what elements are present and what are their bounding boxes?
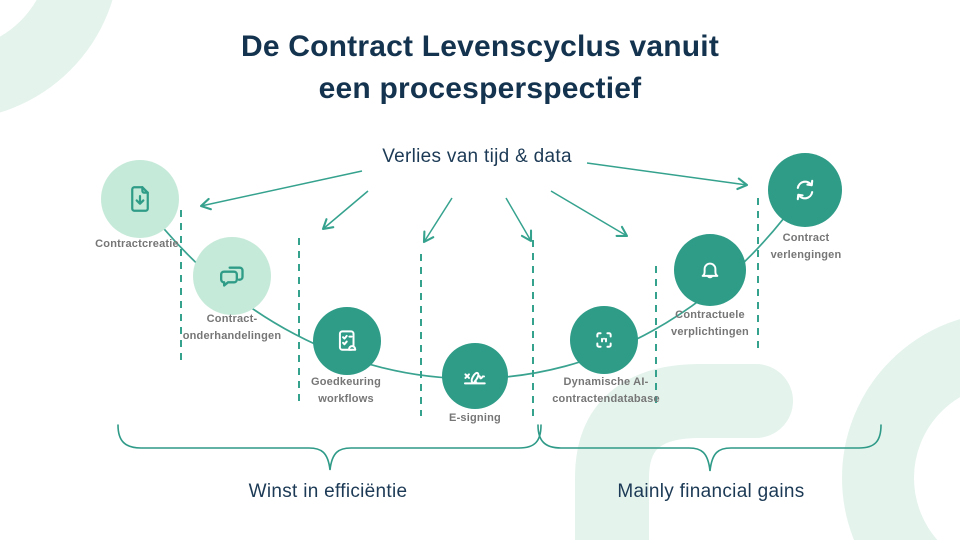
step-label-esigning: E-signing xyxy=(395,410,555,427)
brace-left xyxy=(117,424,542,471)
page-title-line1: De Contract Levenscyclus vanuit xyxy=(240,30,720,63)
loss-arrow-2 xyxy=(321,190,369,231)
page-title: De Contract Levenscyclus vanuit een proc… xyxy=(0,26,960,110)
decor-arch-bottom xyxy=(575,364,793,540)
step-label-verplichtingen: Contractuele verplichtingen xyxy=(630,307,790,341)
loss-arrow-5 xyxy=(550,190,629,238)
step-circle-ai-database xyxy=(570,306,638,374)
step-label-line: contractendatabase xyxy=(552,393,660,405)
loss-arrow-6 xyxy=(586,162,749,191)
loss-arrows xyxy=(199,162,749,244)
loss-arrow-1 xyxy=(199,170,363,211)
step-label-line: workflows xyxy=(318,393,374,405)
page-title-line2: een procesperspectief xyxy=(318,72,642,105)
bell-icon xyxy=(701,262,719,279)
step-label-line: Contract- xyxy=(206,313,258,325)
ai-scan-icon xyxy=(596,332,612,348)
step-label-ai-database: Dynamische AI- contractendatabase xyxy=(516,374,696,408)
step-label-line: Contractuele xyxy=(675,309,745,321)
step-circle-verplichtingen xyxy=(674,234,746,306)
step-label-line: E-signing xyxy=(449,412,501,424)
renewal-icon xyxy=(796,179,814,201)
step-label-line: Contractcreatie xyxy=(95,238,179,250)
step-label-onderhandelingen: Contract- onderhandelingen xyxy=(152,311,312,345)
step-circle-onderhandelingen xyxy=(193,237,271,315)
step-circle-goedkeuring xyxy=(313,307,381,375)
chat-bubbles-icon xyxy=(219,266,244,287)
step-label-line: Dynamische AI- xyxy=(563,376,649,388)
step-label-line: Goedkeuring xyxy=(310,376,382,388)
loss-annotation: Verlies van tijd & data xyxy=(382,146,572,167)
step-label-goedkeuring: Goedkeuring workflows xyxy=(266,374,426,408)
step-label-line: verlengingen xyxy=(770,249,842,261)
financial-gains-label: Mainly financial gains xyxy=(617,481,805,502)
step-circle-verlengingen xyxy=(768,153,842,227)
approval-checklist-icon xyxy=(338,330,357,351)
loss-arrow-3 xyxy=(422,197,453,244)
document-download-icon xyxy=(131,186,149,212)
step-label-verlengingen: Contract verlengingen xyxy=(726,230,886,264)
efficiency-gains-label: Winst in efficiëntie xyxy=(248,481,408,502)
signature-icon xyxy=(463,371,486,385)
braces xyxy=(117,424,882,472)
step-label-line: onderhandelingen xyxy=(182,330,282,342)
step-circle-esigning xyxy=(442,343,508,409)
decor-arc-bottom-right xyxy=(842,319,960,540)
step-label-line: Contract xyxy=(782,232,830,244)
stage-separators xyxy=(180,198,759,417)
brace-right xyxy=(537,424,882,472)
step-circle-contractcreatie xyxy=(101,160,179,238)
step-label-line: verplichtingen xyxy=(671,326,749,338)
step-label-contractcreatie: Contractcreatie xyxy=(57,236,217,253)
loss-arrow-4 xyxy=(505,197,533,243)
